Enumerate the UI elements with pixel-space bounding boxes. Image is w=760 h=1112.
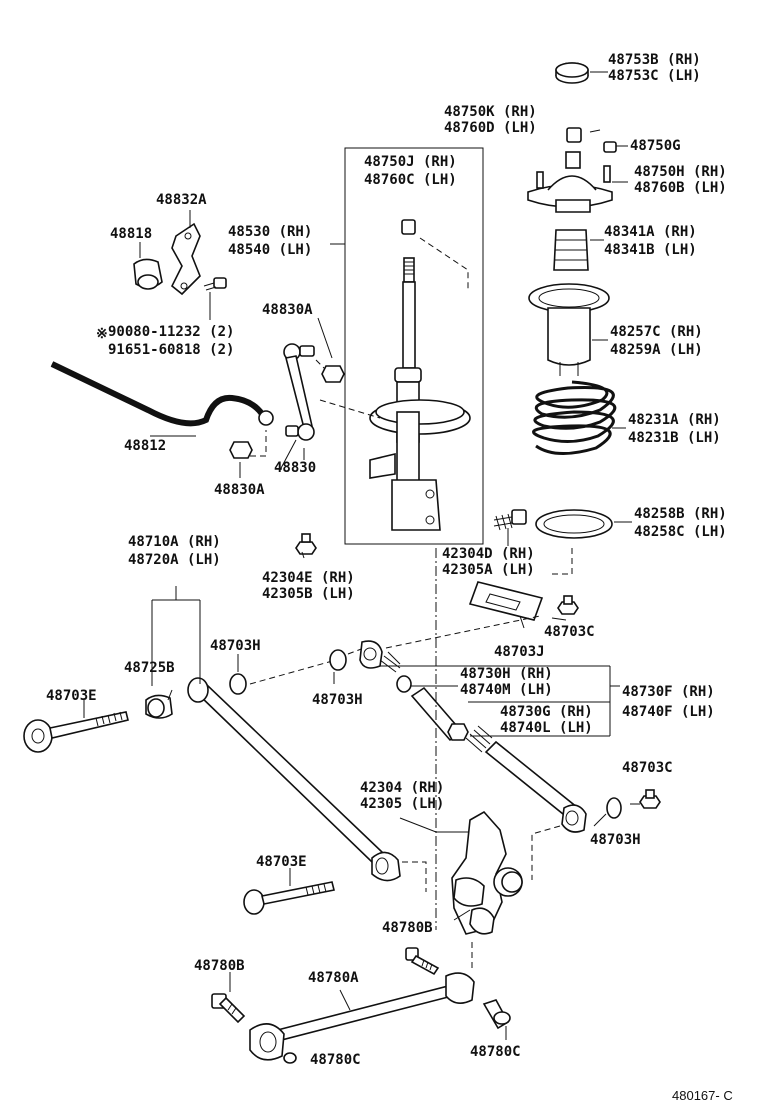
label-48830a-bot: 48830A	[214, 482, 265, 498]
strut-rod-48780a	[249, 942, 475, 1061]
strut-assembly-frame	[344, 147, 484, 545]
label-48750j-rh: 48750J (RH)	[364, 154, 457, 170]
label-48830a-top: 48830A	[262, 302, 313, 318]
stabilizer-bracket	[170, 210, 201, 296]
label-48750j-lh: 48760C (LH)	[364, 172, 457, 188]
label-48780b-1: 48780B	[382, 920, 433, 936]
label-48341-lh: 48341B (LH)	[604, 242, 697, 258]
label-42304-rh: 42304 (RH)	[360, 780, 444, 796]
strut-lower-bolt	[493, 509, 527, 546]
label-48750h-rh: 48750H (RH)	[634, 164, 727, 180]
label-42304-lh: 42305 (LH)	[360, 796, 444, 812]
label-42304e-rh: 42304E (RH)	[262, 570, 355, 586]
label-48231-rh: 48231A (RH)	[628, 412, 721, 428]
label-48703e-2: 48703E	[256, 854, 307, 870]
label-91651: 91651-60818 (2)	[108, 342, 234, 358]
label-48257-rh: 48257C (RH)	[610, 324, 703, 340]
reference-number: 480167- C	[672, 1088, 733, 1103]
stabilizer-bar	[50, 361, 274, 437]
link-nut-bottom	[229, 430, 267, 478]
label-48780a: 48780A	[308, 970, 359, 986]
label-48703h-1: 48703H	[210, 638, 261, 654]
label-48703j: 48703J	[494, 644, 545, 660]
arm-nut-48703c	[639, 789, 661, 809]
label-48730f-rh: 48730F (RH)	[622, 684, 715, 700]
label-42304d-lh: 42305A (LH)	[442, 562, 535, 578]
label-48257-lh: 48259A (LH)	[610, 342, 703, 358]
lower-spring-insulator	[535, 509, 632, 539]
adjuster-nut-48730g	[447, 723, 469, 741]
rear-axle-carrier	[399, 548, 523, 935]
link-nut-top	[317, 317, 345, 383]
lower-arm-no2-rear	[465, 725, 587, 880]
label-48530-rh: 48530 (RH)	[228, 224, 312, 240]
label-48750k-rh: 48750K (RH)	[444, 104, 537, 120]
washer-48703h-3	[606, 797, 622, 819]
label-48832a: 48832A	[156, 192, 207, 208]
label-48703c-2: 48703C	[622, 760, 673, 776]
label-48830: 48830	[274, 460, 316, 476]
label-48730f-lh: 48740F (LH)	[622, 704, 715, 720]
adjusting-plate	[468, 581, 544, 629]
bracket-bolt	[203, 277, 227, 320]
bump-stopper	[553, 229, 604, 271]
stabilizer-link	[283, 343, 327, 460]
label-48258-lh: 48258C (LH)	[634, 524, 727, 540]
upper-mount-nut	[566, 127, 628, 153]
label-48750k-lh: 48760D (LH)	[444, 120, 537, 136]
label-48710-lh: 48720A (LH)	[128, 552, 221, 568]
bolt-48780b-1	[211, 972, 246, 1024]
coil-spring	[532, 380, 626, 456]
arm-bushing	[145, 694, 173, 719]
label-48730g-lh: 48740L (LH)	[500, 720, 593, 736]
label-90080-mark: ※	[96, 326, 108, 342]
label-48818: 48818	[110, 226, 152, 242]
label-48730h-rh: 48730H (RH)	[460, 666, 553, 682]
label-90080: 90080-11232 (2)	[108, 324, 234, 340]
label-48780c-2: 48780C	[470, 1044, 521, 1060]
bolt-48703e-2	[243, 868, 335, 915]
bolt-48703e-1	[23, 700, 129, 753]
label-48750h-lh: 48760B (LH)	[634, 180, 727, 196]
label-48780b-2: 48780B	[194, 958, 245, 974]
label-48780c-1: 48780C	[310, 1052, 361, 1068]
label-48730h-lh: 48740M (LH)	[460, 682, 553, 698]
label-48703c-1: 48703C	[544, 624, 595, 640]
lower-arm-no1	[151, 586, 427, 892]
label-48231-lh: 48231B (LH)	[628, 430, 721, 446]
strut-upper-mount	[527, 151, 628, 213]
label-48753-lh: 48753C (LH)	[608, 68, 701, 84]
label-42304d-rh: 42304D (RH)	[442, 546, 535, 562]
label-48530-lh: 48540 (LH)	[228, 242, 312, 258]
label-48750g: 48750G	[630, 138, 681, 154]
bolt-48780b-2	[405, 947, 440, 976]
shock-absorber-strut	[319, 219, 471, 531]
spring-insulator-boot	[528, 283, 610, 376]
label-48703h-2: 48703H	[312, 692, 363, 708]
strut-nut	[295, 533, 317, 555]
leader-lines	[167, 129, 640, 921]
label-48725b: 48725B	[124, 660, 175, 676]
washer-48703h-2	[329, 647, 365, 671]
label-48812: 48812	[124, 438, 166, 454]
label-48341-rh: 48341A (RH)	[604, 224, 697, 240]
label-48730g-rh: 48730G (RH)	[500, 704, 593, 720]
label-42304e-lh: 42305B (LH)	[262, 586, 355, 602]
nut-48780c-2	[482, 999, 511, 1040]
label-48703h-3: 48703H	[590, 832, 641, 848]
adjuster-nut-48730h	[396, 675, 412, 693]
label-48258-rh: 48258B (RH)	[634, 506, 727, 522]
label-48753-rh: 48753B (RH)	[608, 52, 701, 68]
stabilizer-bushing	[133, 242, 163, 290]
dust-cap	[555, 62, 589, 84]
plate-nut	[557, 595, 579, 615]
nut-48780c-1	[283, 1052, 297, 1064]
lower-arm-no2	[359, 615, 541, 673]
label-48710-rh: 48710A (RH)	[128, 534, 221, 550]
washer-48703h-1	[229, 659, 337, 695]
label-48703e-1: 48703E	[46, 688, 97, 704]
